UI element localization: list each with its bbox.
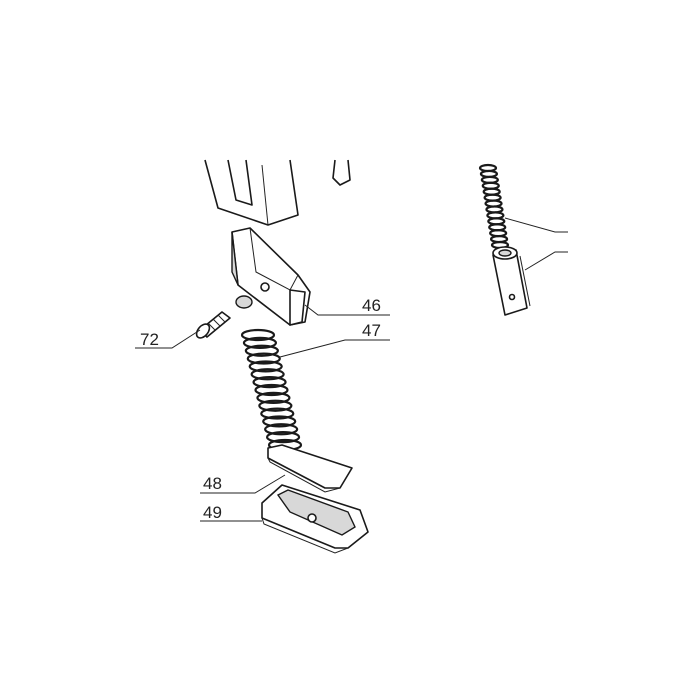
- coil-turn: [240, 328, 276, 342]
- coil-turn: [244, 344, 279, 357]
- small-clip: [332, 159, 351, 186]
- label-72: 72: [140, 330, 159, 349]
- small-spring: [478, 163, 510, 250]
- label-49: 49: [203, 503, 222, 522]
- coil-turn: [264, 423, 299, 436]
- coil-turn: [256, 391, 291, 404]
- coil-turn: [246, 352, 281, 365]
- spring-47: [240, 328, 303, 452]
- coil-turn: [248, 360, 283, 373]
- leader-line-46: [304, 304, 390, 316]
- leader-line-72: [135, 329, 201, 349]
- label-46: 46: [362, 296, 381, 315]
- leader-line-47: [279, 339, 390, 358]
- coil-turn: [242, 336, 278, 349]
- magazine-body: [204, 159, 299, 226]
- leader-line-right-1: [504, 217, 568, 233]
- coil-turn: [262, 415, 297, 428]
- pin-tube: [492, 246, 531, 316]
- coil-turn: [250, 368, 285, 381]
- coil-turn: [254, 383, 289, 397]
- leader-line-right-2: [524, 251, 568, 271]
- label-47: 47: [362, 321, 381, 340]
- screw-72: [195, 311, 231, 339]
- coil-turn: [265, 431, 301, 444]
- label-48: 48: [203, 474, 222, 493]
- coil-turn: [258, 399, 293, 412]
- leader-line-48: [200, 474, 286, 494]
- coil-turn: [252, 376, 287, 389]
- base-plate-49: [261, 484, 369, 554]
- spring-plate-48: [267, 444, 353, 493]
- coil-turn: [260, 407, 295, 420]
- follower-46: [231, 227, 311, 326]
